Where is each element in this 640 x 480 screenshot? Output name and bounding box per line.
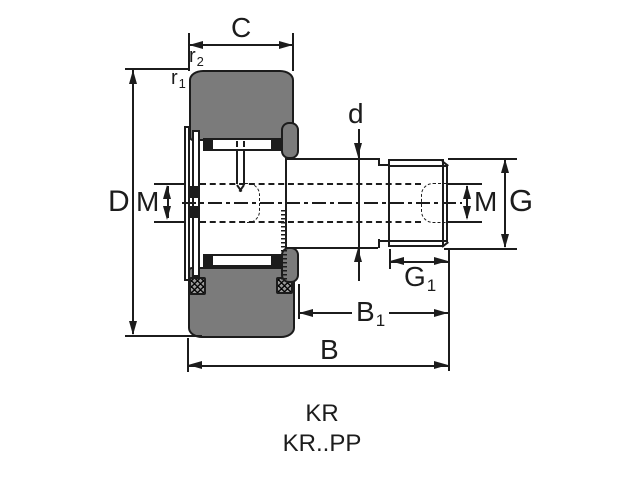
roller-end-top-right xyxy=(270,140,279,149)
lube-hole-wall-left xyxy=(236,157,238,184)
side-washer-plate-outer xyxy=(184,126,190,281)
dim-label-c: C xyxy=(231,12,252,43)
arrow-m-left-bottom xyxy=(163,205,171,220)
ext-line-b1-left xyxy=(298,284,300,319)
dim-label-d-shaft: d xyxy=(348,98,364,129)
caption-line-kr: KR xyxy=(305,400,339,427)
groove-step-top xyxy=(377,158,380,166)
side-washer-plate-inner xyxy=(192,130,200,277)
arrow-g1-right xyxy=(434,257,448,265)
center-line xyxy=(182,201,462,204)
arrow-b-right xyxy=(434,361,448,369)
arrow-g1-left xyxy=(390,257,404,265)
thread-top-outer xyxy=(388,159,443,161)
needle-rollers-top xyxy=(203,138,281,151)
bore-hidden-line-bottom xyxy=(200,220,421,223)
arrow-b1-right xyxy=(434,308,448,317)
dim-line-m-left xyxy=(166,186,169,218)
groove-top-edge xyxy=(377,164,389,166)
ext-line-d-bottom xyxy=(125,335,202,337)
ext-line-m-left-top xyxy=(154,183,186,185)
shaft-bottom-edge xyxy=(285,246,378,249)
part-designation-caption: KR KR..PP xyxy=(232,399,412,459)
ext-line-right-end xyxy=(447,249,450,371)
dim-label-g: G xyxy=(509,183,534,218)
dim-line-c xyxy=(190,44,292,46)
dim-line-m-right xyxy=(466,186,468,218)
groove-bottom-edge xyxy=(377,239,389,242)
dim-line-d xyxy=(132,70,134,334)
shaft-top-edge xyxy=(285,157,378,160)
ext-line-b-left xyxy=(186,338,189,372)
arrow-b1-left xyxy=(299,308,313,317)
dim-line-d-shaft xyxy=(357,129,360,281)
caption-line-kr-pp: KR..PP xyxy=(282,430,362,457)
dim-line-g1 xyxy=(390,260,448,263)
arrow-d-top xyxy=(128,70,137,84)
bore-hidden-line-top xyxy=(200,183,421,185)
ext-line-d-top xyxy=(125,68,189,70)
seal-left xyxy=(189,277,206,295)
dim-label-d-outer: D xyxy=(108,185,130,218)
ext-line-m-left-bottom xyxy=(154,220,186,223)
roller-end-bottom-right xyxy=(270,256,279,265)
arrow-c-left xyxy=(189,40,203,49)
outer-ring-top xyxy=(189,70,294,141)
lube-hole-wall-right xyxy=(242,157,245,184)
ext-line-c-right xyxy=(292,33,294,71)
arrow-m-right-top xyxy=(462,185,471,199)
ext-line-m-right-bottom xyxy=(448,220,482,223)
ext-line-g-top xyxy=(448,157,517,160)
dim-label-m-left: M xyxy=(136,186,160,217)
dim-label-b: B xyxy=(316,336,343,364)
thread-bottom-outer xyxy=(388,245,443,247)
arrow-b-left xyxy=(188,361,202,369)
arrow-d-shaft-top xyxy=(354,143,362,157)
roller-end-top-left xyxy=(204,140,213,149)
thread-bottom-inner xyxy=(388,239,447,242)
roller-end-bottom-left xyxy=(204,256,213,265)
needle-rollers-bottom xyxy=(203,254,281,267)
dim-line-g xyxy=(504,159,506,247)
washer-bore-block-bottom xyxy=(189,206,199,218)
groove-step-bottom xyxy=(377,239,380,248)
thread-top-inner xyxy=(388,164,447,167)
arrow-d-bottom xyxy=(128,320,137,335)
dim-line-b xyxy=(188,364,448,367)
dim-label-m-right: M xyxy=(474,186,498,217)
stud-collar-top xyxy=(281,122,299,159)
ext-line-g-bottom xyxy=(444,248,517,250)
arrow-c-right xyxy=(279,40,293,49)
ext-line-c-left xyxy=(188,33,190,71)
knurl-ticks xyxy=(280,210,287,280)
arrow-d-shaft-bottom xyxy=(354,247,362,262)
lube-hole-dash-left xyxy=(236,141,238,157)
arrow-g-bottom xyxy=(500,233,509,248)
ext-line-m-right-top xyxy=(448,183,482,185)
arrow-m-right-bottom xyxy=(462,205,471,220)
arrow-m-left-top xyxy=(163,185,171,199)
washer-bore-block-top xyxy=(189,186,199,198)
arrow-g-top xyxy=(500,158,509,173)
lube-hole-dash-right xyxy=(242,141,245,157)
